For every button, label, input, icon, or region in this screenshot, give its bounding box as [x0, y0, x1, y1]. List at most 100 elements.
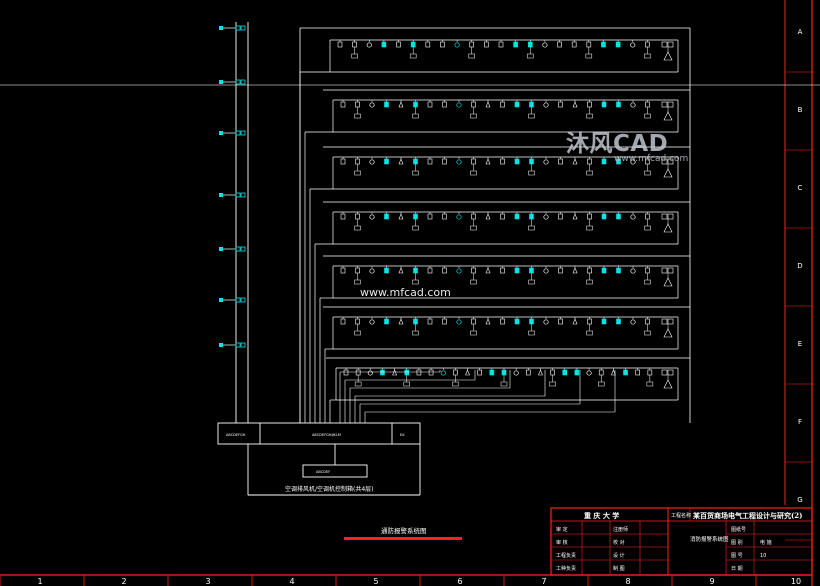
device-detector [586, 41, 592, 48]
riser-node [219, 247, 223, 251]
device-detector [384, 158, 389, 165]
device-horn [572, 158, 578, 165]
device-detector [615, 41, 621, 48]
device-detector [355, 267, 360, 274]
device-horn [398, 158, 404, 165]
frame-number: 4 [289, 577, 294, 586]
title-block-project-name: 某百货商场电气工程设计与研究(2) [692, 511, 803, 520]
device-detector [416, 369, 422, 376]
device-bell [456, 319, 462, 325]
device-detector [384, 213, 389, 220]
device-bell [543, 268, 549, 274]
device-detector [616, 158, 621, 165]
device-detector [442, 213, 447, 220]
device-detector [484, 41, 489, 48]
riser-module [235, 25, 241, 31]
device-detector [529, 158, 534, 165]
device-module [412, 330, 419, 336]
device-module [470, 170, 477, 176]
floor-row [309, 146, 690, 423]
device-panel [667, 369, 674, 376]
floor-row [319, 255, 690, 423]
frame-letter: G [797, 496, 802, 504]
device-detector [355, 213, 360, 220]
device-module [412, 170, 419, 176]
device-module [409, 53, 417, 59]
riser-module [240, 246, 246, 252]
device-detector [574, 369, 580, 376]
device-bell [630, 214, 636, 220]
device-detector [529, 267, 534, 274]
device-detector [601, 318, 607, 325]
device-detector [469, 41, 475, 48]
device-panel [667, 318, 674, 325]
device-detector [404, 369, 410, 376]
panel-label-right: Ed [400, 433, 404, 437]
device-detector [340, 101, 346, 108]
device-detector [425, 41, 431, 48]
device-detector [413, 101, 418, 108]
device-detector [645, 101, 650, 108]
title-block-right-label: 图 别 [731, 539, 743, 546]
device-speaker [663, 379, 673, 389]
riser-module [235, 130, 241, 136]
device-detector [340, 158, 346, 165]
device-detector [500, 318, 505, 325]
device-panel [661, 101, 668, 108]
device-detector [601, 267, 607, 274]
device-detector [471, 267, 476, 274]
device-panel [661, 267, 668, 274]
device-speaker [663, 111, 673, 121]
riser-module [240, 79, 246, 85]
device-module [354, 381, 362, 387]
device-detector [529, 213, 534, 220]
device-detector [500, 158, 505, 165]
device-module [354, 225, 361, 231]
device-horn [398, 267, 404, 274]
device-detector [471, 158, 476, 165]
device-module [354, 330, 361, 336]
device-module [500, 381, 508, 387]
device-detector [340, 213, 346, 220]
device-module [412, 279, 419, 285]
title-block-project-label: 工程名称 [671, 512, 691, 519]
riser-module [235, 297, 241, 303]
device-bell [366, 42, 372, 48]
device-panel [667, 213, 674, 220]
riser-node [219, 80, 223, 84]
device-detector [381, 41, 387, 48]
device-module [452, 381, 459, 387]
device-bell [369, 159, 375, 165]
device-bell [630, 159, 636, 165]
device-detector [471, 213, 476, 220]
device-horn [392, 369, 398, 376]
floor-rows [299, 27, 691, 423]
device-detector [427, 101, 433, 108]
device-panel [667, 101, 674, 108]
device-bell [630, 42, 636, 48]
title-block-row-left: 审 定 [556, 526, 568, 533]
device-panel [667, 158, 674, 165]
frame-number: 1 [37, 577, 42, 586]
device-panel [667, 41, 674, 48]
device-detector [477, 369, 482, 376]
device-detector [558, 101, 563, 108]
device-detector [380, 369, 385, 376]
diagram-title: 通防报警系统图 [381, 526, 427, 535]
device-detector [526, 369, 531, 376]
frame-number: 5 [373, 577, 378, 586]
frame-number: 3 [205, 577, 210, 586]
device-detector [514, 101, 520, 108]
frame-number: 6 [457, 577, 462, 586]
riser-module [235, 246, 241, 252]
device-bell [543, 102, 549, 108]
device-bell [630, 268, 636, 274]
device-bell [454, 42, 460, 48]
bottom-caption: 空调排风机/空调机控制箱(共4层) [285, 485, 374, 493]
riser-module [240, 297, 246, 303]
riser-module [235, 342, 241, 348]
device-bell [369, 268, 375, 274]
device-module [646, 381, 654, 387]
